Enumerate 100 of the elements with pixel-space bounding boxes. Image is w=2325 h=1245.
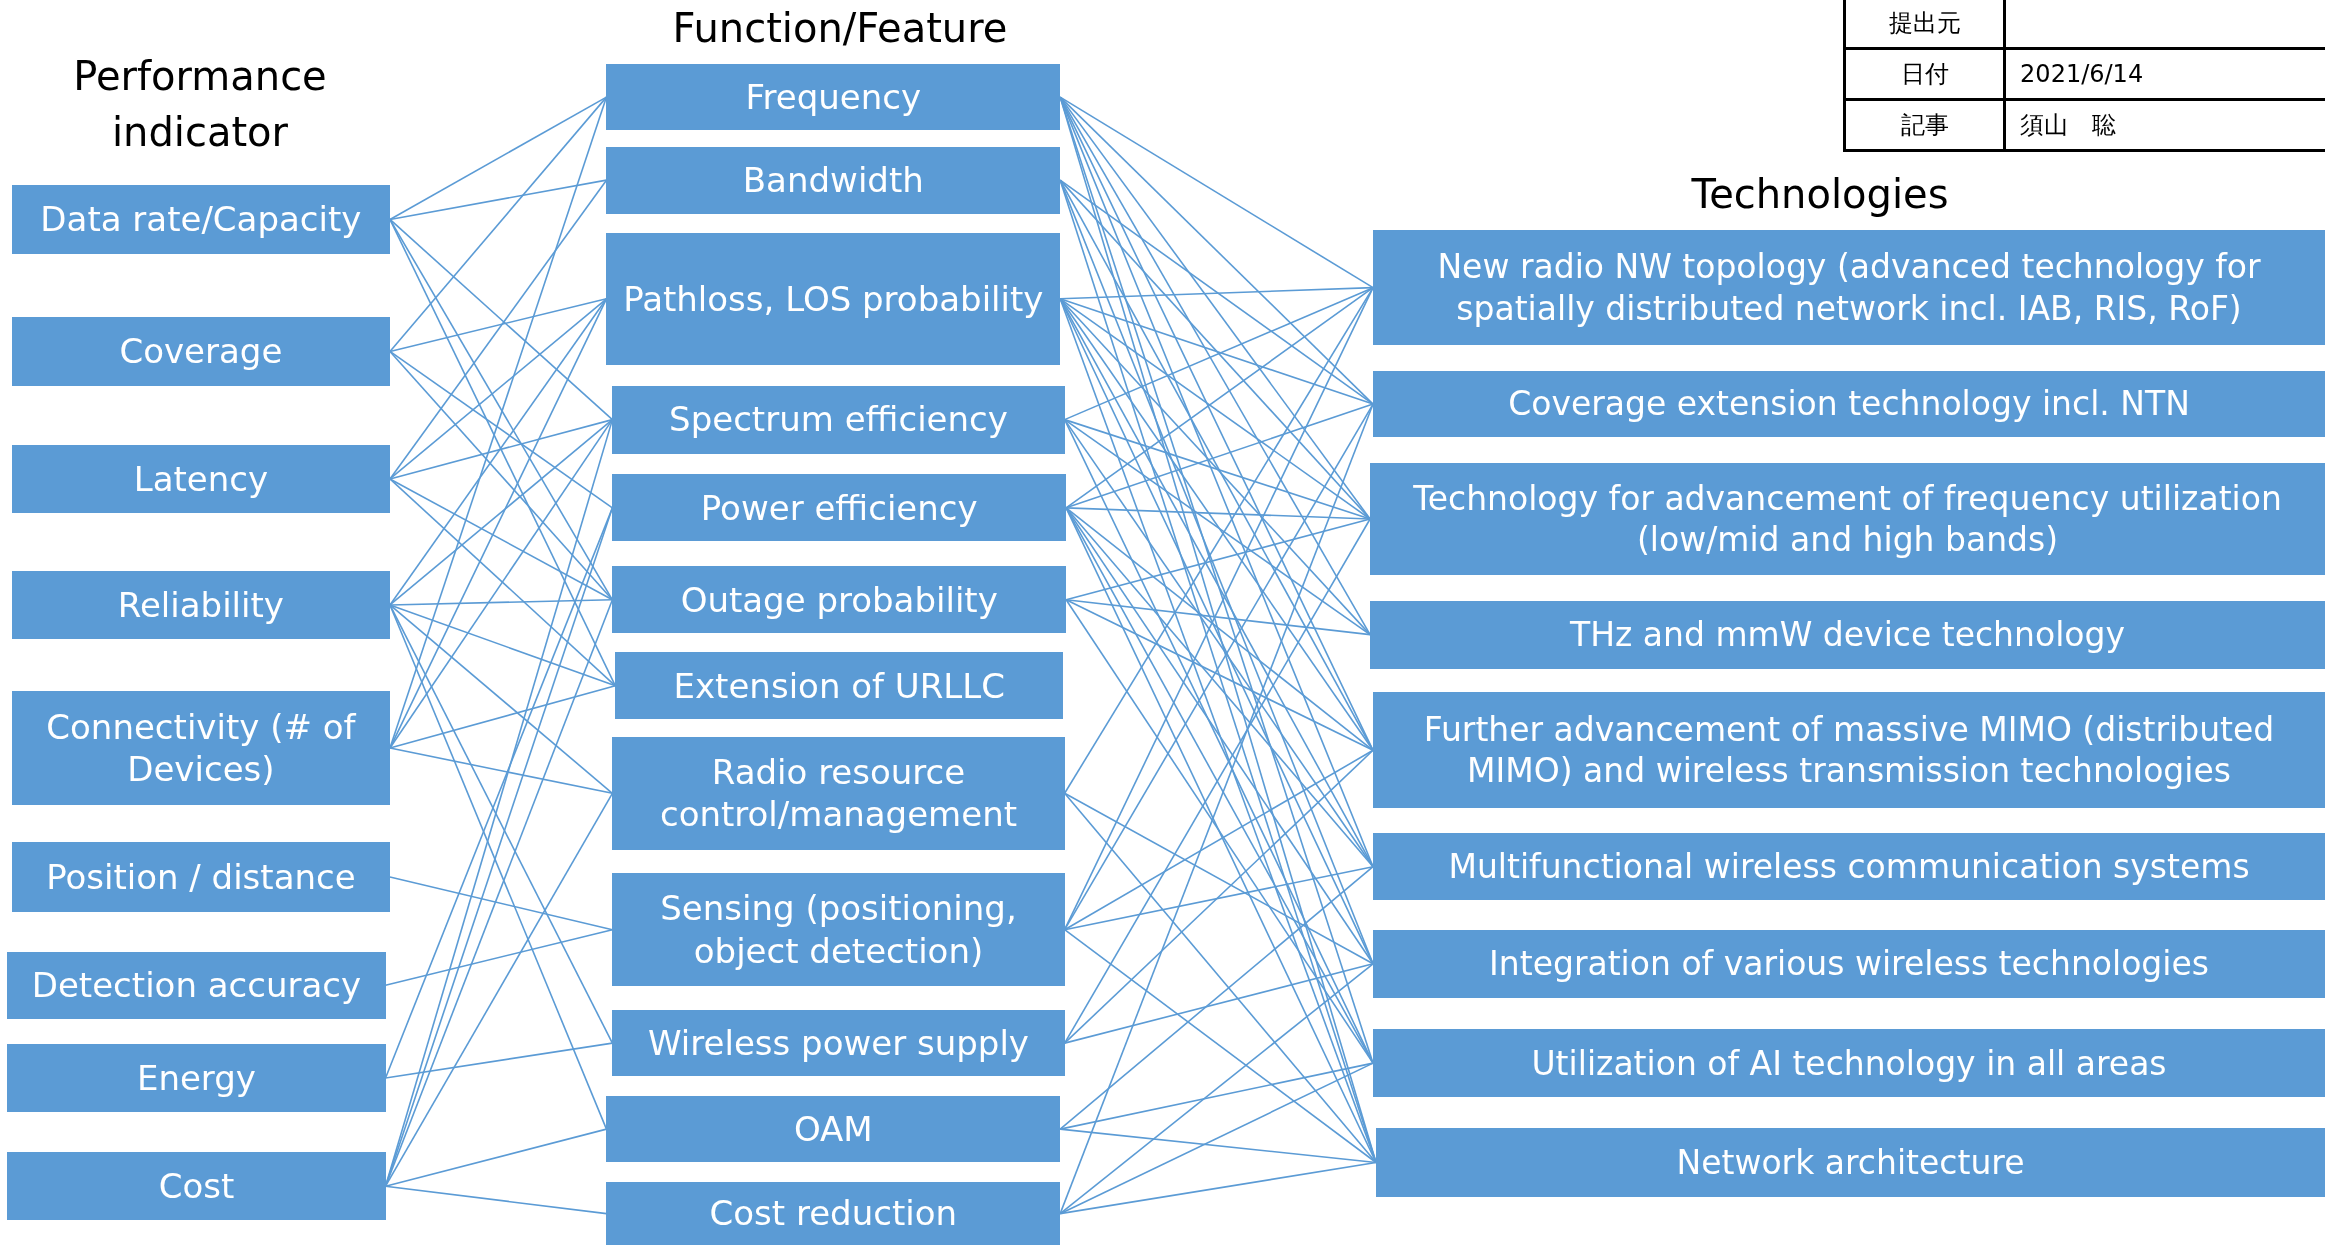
process-box	[1376, 1128, 2325, 1197]
process-box	[7, 1152, 386, 1221]
box-label: Latency	[133, 457, 269, 501]
connector-line	[389, 478, 617, 687]
connector-line	[384, 1042, 614, 1079]
connector-line	[1063, 286, 1374, 421]
process-box	[7, 1043, 386, 1113]
column-heading: Technologies	[1690, 170, 1950, 219]
connector-line	[389, 747, 614, 795]
connector-line	[1063, 963, 1374, 1044]
box-label: Cost reduction	[709, 1192, 958, 1235]
connector-line	[1059, 297, 1374, 405]
box-label: Wireless power supply	[648, 1021, 1029, 1065]
connector-line	[384, 792, 614, 1187]
box-label: Position / distance	[46, 855, 356, 899]
process-box	[1370, 462, 2325, 576]
connector-line	[1059, 286, 1374, 300]
process-box	[612, 736, 1065, 850]
connector-line	[1065, 507, 1374, 752]
box-label: Outage probability	[680, 578, 998, 622]
box-label: Coverage	[119, 330, 283, 373]
process-box	[1370, 600, 2325, 669]
process-box	[612, 385, 1065, 454]
box-label: Utilization of AI technology in all areas	[1531, 1042, 2167, 1084]
connector-line	[1059, 179, 1374, 405]
box-label: Reliability	[117, 583, 284, 627]
field-label: 記事	[1900, 111, 1949, 139]
box-label: New radio NW topology (advanced technology for spatially distributed network incl. IAB, RIS, RoF)	[1436, 246, 2262, 329]
process-box	[11, 185, 390, 254]
connector-line	[1063, 865, 1374, 931]
process-box	[11, 570, 390, 640]
connector-line	[1059, 179, 1371, 520]
connector-line	[384, 507, 614, 1079]
process-box	[612, 873, 1065, 987]
process-box	[1373, 229, 2325, 346]
box-label: THz and mmW device technology	[1570, 614, 2125, 656]
connector-line	[1059, 865, 1374, 1130]
connector-line	[1063, 418, 1371, 520]
connector-line	[1065, 599, 1371, 636]
connector-line	[389, 96, 608, 221]
connector-line	[389, 350, 614, 509]
connector-line	[389, 604, 617, 687]
box-label: Extension of URLLC	[673, 664, 1005, 708]
connector-line	[389, 179, 608, 221]
process-box	[615, 652, 1064, 720]
connector-line	[1063, 418, 1371, 636]
connector-line	[1063, 749, 1374, 931]
connector-line	[389, 478, 614, 601]
process-box	[606, 63, 1061, 131]
connector-line	[389, 297, 608, 353]
connector-line	[389, 604, 614, 795]
field-label: 日付	[1900, 60, 1949, 88]
process-box	[7, 951, 386, 1019]
connector-line	[1063, 928, 1377, 1164]
box-label: Data rate/Capacity	[40, 198, 362, 241]
box-label: Integration of various wireless technologies	[1489, 943, 2209, 985]
connector-line	[384, 928, 614, 987]
connector-line	[1065, 518, 1371, 601]
connector-line	[389, 599, 614, 606]
box-label: Detection accuracy	[31, 964, 362, 1007]
column-heading: Function/Feature	[671, 4, 1009, 53]
connector-line	[389, 876, 614, 931]
connector-line	[1059, 963, 1374, 1215]
column-heading: Performance indicator	[72, 52, 328, 157]
box-label: Frequency	[745, 75, 922, 119]
process-box	[606, 146, 1061, 214]
process-box	[11, 444, 390, 514]
box-label: Network architecture	[1676, 1141, 2025, 1184]
connector-line	[1059, 1062, 1374, 1130]
box-label: Coverage extension technology incl. NTN	[1508, 383, 2190, 425]
connector-line	[1059, 96, 1374, 405]
process-box	[612, 474, 1067, 542]
process-box	[1373, 929, 2325, 998]
connector-line	[1059, 1062, 1374, 1215]
process-box	[11, 317, 390, 386]
connector-line	[1063, 792, 1374, 965]
box-label: Spectrum efficiency	[669, 398, 1008, 441]
process-box	[612, 1009, 1065, 1077]
box-label: Technology for advancement of frequency utilization (low/mid and high bands)	[1412, 477, 2283, 561]
box-label: Radio resource control/management	[658, 750, 1019, 836]
connector-line	[389, 418, 614, 480]
box-label: Multifunctional wireless communication systems	[1448, 846, 2250, 888]
connector-line	[1065, 599, 1374, 1064]
process-box	[612, 566, 1067, 634]
connector-line	[384, 1185, 608, 1215]
box-label: Sensing (positioning, object detection)	[659, 887, 1018, 973]
box-label: Power efficiency	[700, 486, 978, 530]
box-label: OAM	[793, 1107, 873, 1151]
process-box	[606, 1181, 1061, 1245]
box-label: Bandwidth	[742, 158, 924, 202]
connector-line	[1059, 1128, 1377, 1164]
connector-line	[389, 350, 614, 601]
field-label: 提出元	[1888, 9, 1961, 37]
connector-line	[384, 1128, 608, 1187]
connector-line	[1065, 599, 1374, 752]
process-box	[11, 690, 390, 806]
connector-line	[389, 418, 614, 606]
connector-line	[1063, 749, 1374, 1044]
connector-line	[1059, 1161, 1377, 1215]
connector-line	[389, 297, 608, 480]
